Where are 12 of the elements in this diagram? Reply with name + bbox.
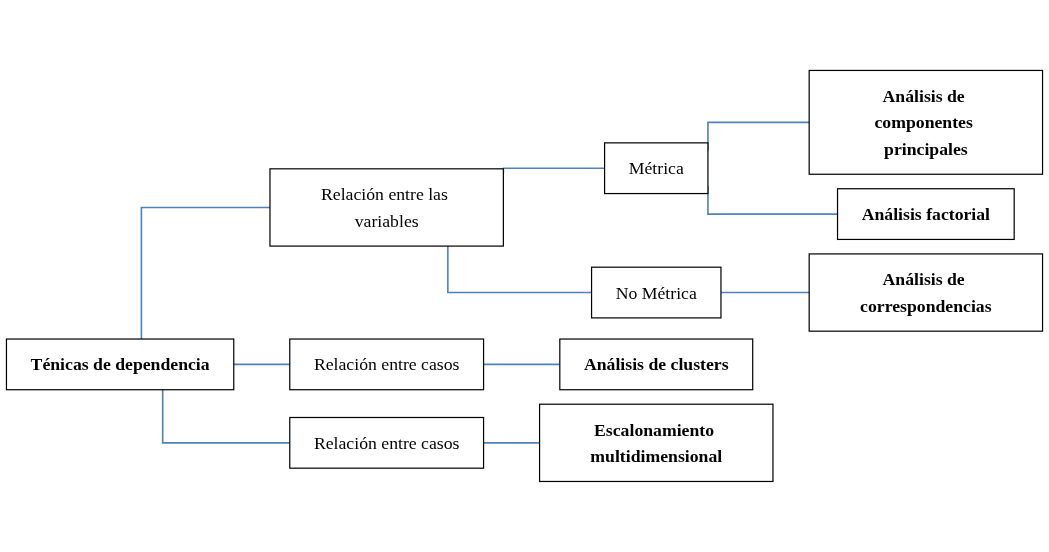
node-box: No Métrica — [590, 266, 722, 319]
node-box: Análisis de clusters — [559, 338, 754, 391]
node-box: Ténicas de dependencia — [5, 338, 235, 391]
node-box: Relación entre casos — [289, 338, 485, 391]
node-box: Análisis de componentes principales — [808, 69, 1044, 175]
node-box: Relación entre casos — [289, 416, 485, 469]
connector — [720, 291, 810, 294]
node-box: Análisis factorial — [836, 188, 1015, 241]
node-box: Análisis de correspondencias — [808, 253, 1044, 332]
node-box: Relación entre las variables — [269, 168, 504, 247]
node-box: Escalonamiento multidimensional — [538, 403, 774, 483]
node-box: Métrica — [604, 142, 709, 195]
